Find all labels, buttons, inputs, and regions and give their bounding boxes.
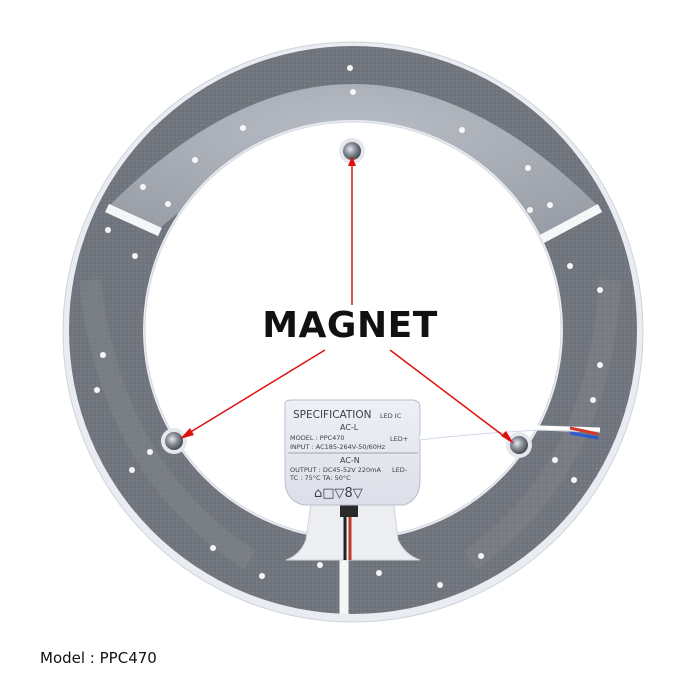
- plate-model: MODEL : PPC470: [290, 434, 345, 442]
- plate-led-minus: LED-: [392, 466, 408, 474]
- plate-title-sub: LED IC: [380, 412, 402, 420]
- plate-symbols: ⌂□▽8▽: [314, 486, 363, 501]
- output-wires: [419, 425, 601, 441]
- label-plate-text: SPECIFICATION LED IC AC-L MODEL : PPC470…: [288, 409, 418, 501]
- plate-tc: TC : 75°C TA: 50°C: [289, 474, 351, 482]
- magnet-top: [339, 138, 365, 164]
- plate-title: SPECIFICATION: [293, 409, 372, 421]
- magnet-left: [161, 428, 187, 454]
- wire-connector: [340, 503, 358, 517]
- plate-acn: AC-N: [340, 456, 360, 465]
- led-dots: [94, 65, 603, 588]
- magnet-right: [506, 432, 532, 458]
- plate-output: OUTPUT : DC45-52V 220mA: [290, 466, 381, 474]
- model-caption: Model : PPC470: [40, 649, 157, 667]
- plate-input: INPUT : AC185-264V-50/60Hz: [290, 443, 386, 451]
- plate-led-plus: LED+: [390, 435, 408, 443]
- callout-line-left: [183, 349, 326, 437]
- connector-tab: [285, 487, 421, 561]
- pcb-top-segment: [107, 84, 600, 238]
- magnet-callout-label: MAGNET: [262, 305, 438, 346]
- plate-acl: AC-L: [340, 423, 359, 432]
- driver-label-plate: [284, 399, 421, 506]
- callout-lines: [180, 156, 514, 444]
- callout-line-right: [389, 349, 510, 441]
